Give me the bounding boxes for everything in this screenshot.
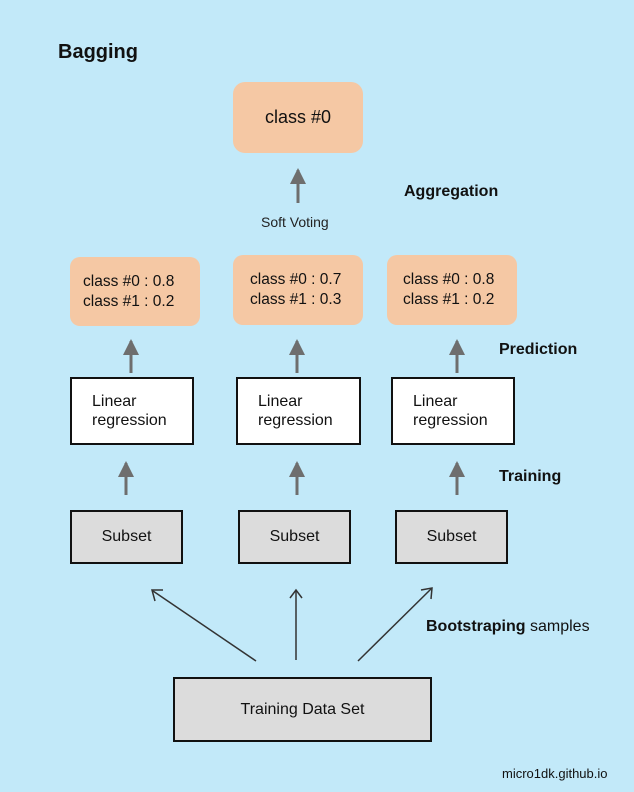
training-data-set-label: Training Data Set (240, 700, 365, 718)
model-box-2: Linear regression (236, 377, 361, 445)
prediction-3-line2: class #1 : 0.2 (403, 291, 495, 308)
prediction-2-line1: class #0 : 0.7 (250, 271, 342, 288)
training-arrow-2 (289, 461, 305, 495)
subset-1-label: Subset (101, 528, 152, 545)
model-3-line1: Linear (413, 393, 458, 410)
aggregation-arrow (290, 168, 306, 203)
subset-box-1: Subset (70, 510, 183, 564)
bootstrapping-rest: samples (530, 618, 590, 635)
final-result-label: class #0 (264, 107, 332, 127)
model-1-line1: Linear (92, 393, 137, 410)
soft-voting-label: Soft Voting (261, 214, 329, 230)
subset-2-label: Subset (269, 528, 320, 545)
bootstrap-arrow-center (289, 588, 303, 660)
bootstrapping-bold: Bootstraping (426, 618, 526, 635)
prediction-1-line1: class #0 : 0.8 (83, 272, 175, 290)
training-arrow-1 (118, 461, 134, 495)
site-credit: micro1dk.github.io (502, 766, 608, 781)
subset-box-3: Subset (395, 510, 508, 564)
bootstrapping-label: Bootstraping samples (426, 618, 590, 636)
bootstrap-arrow-left (151, 589, 257, 662)
model-2-line1: Linear (258, 393, 303, 410)
subset-3-label: Subset (426, 528, 477, 545)
prediction-box-3: class #0 : 0.8 class #1 : 0.2 (387, 255, 517, 325)
prediction-box-2: class #0 : 0.7 class #1 : 0.3 (233, 255, 363, 325)
model-2-line2: regression (258, 412, 333, 429)
prediction-arrow-2 (289, 339, 305, 373)
prediction-label: Prediction (499, 341, 578, 358)
prediction-1-line2: class #1 : 0.2 (83, 292, 175, 310)
training-arrow-3 (449, 461, 465, 495)
model-3-line2: regression (413, 412, 488, 429)
final-result-box: class #0 (233, 82, 363, 153)
model-box-1: Linear regression (70, 377, 194, 445)
prediction-2-line2: class #1 : 0.3 (250, 291, 342, 308)
training-label: Training (499, 468, 562, 485)
prediction-arrow-3 (449, 339, 465, 373)
bootstrap-arrow-right (357, 587, 433, 662)
training-data-set-box: Training Data Set (173, 677, 432, 742)
prediction-3-line1: class #0 : 0.8 (403, 271, 495, 288)
diagram-title: Bagging (58, 41, 138, 63)
model-box-3: Linear regression (391, 377, 515, 445)
aggregation-label: Aggregation (404, 183, 499, 200)
model-1-line2: regression (92, 412, 167, 429)
subset-box-2: Subset (238, 510, 351, 564)
prediction-arrow-1 (123, 339, 139, 373)
prediction-box-1: class #0 : 0.8 class #1 : 0.2 (70, 257, 200, 326)
